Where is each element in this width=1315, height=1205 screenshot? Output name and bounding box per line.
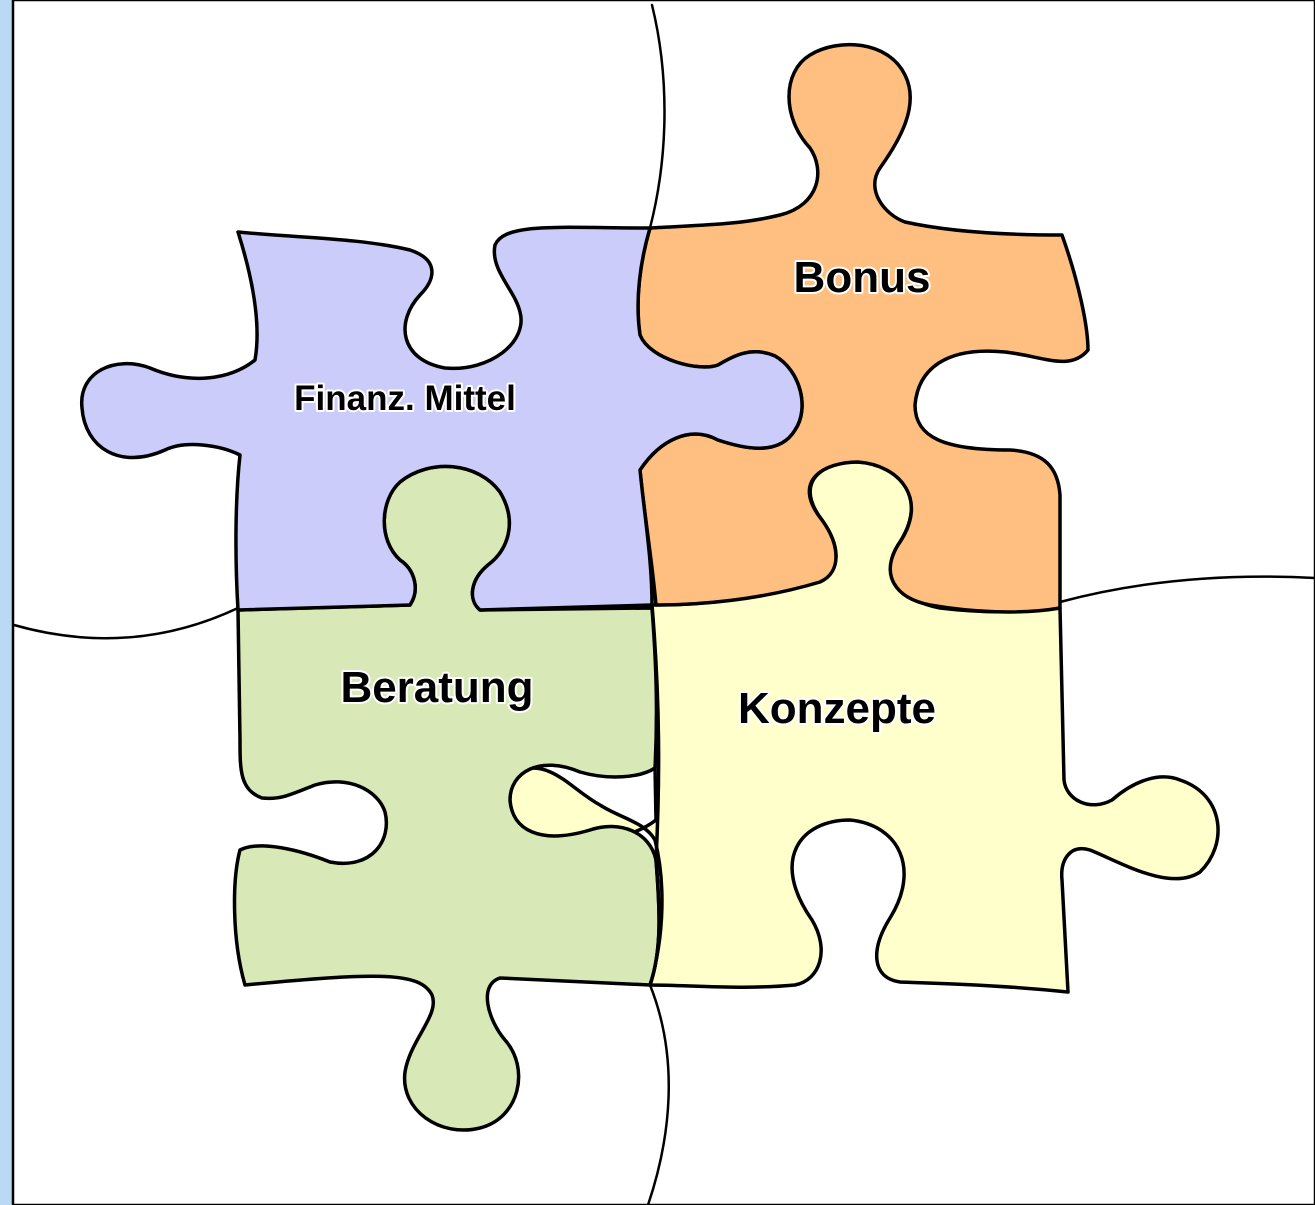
label-finanz: Finanz. Mittel [294,379,516,418]
label-bonus: Bonus [794,253,931,302]
background-seams [12,3,1315,1205]
label-konzepte: Konzepte [738,684,936,733]
seam-right [1058,575,1315,604]
seam-left [12,606,240,640]
seam-top [648,3,666,230]
label-beratung: Beratung [340,663,533,712]
seam-bottom [646,983,671,1205]
seam-inner [648,603,661,987]
puzzle-piece-finanz [80,225,804,612]
